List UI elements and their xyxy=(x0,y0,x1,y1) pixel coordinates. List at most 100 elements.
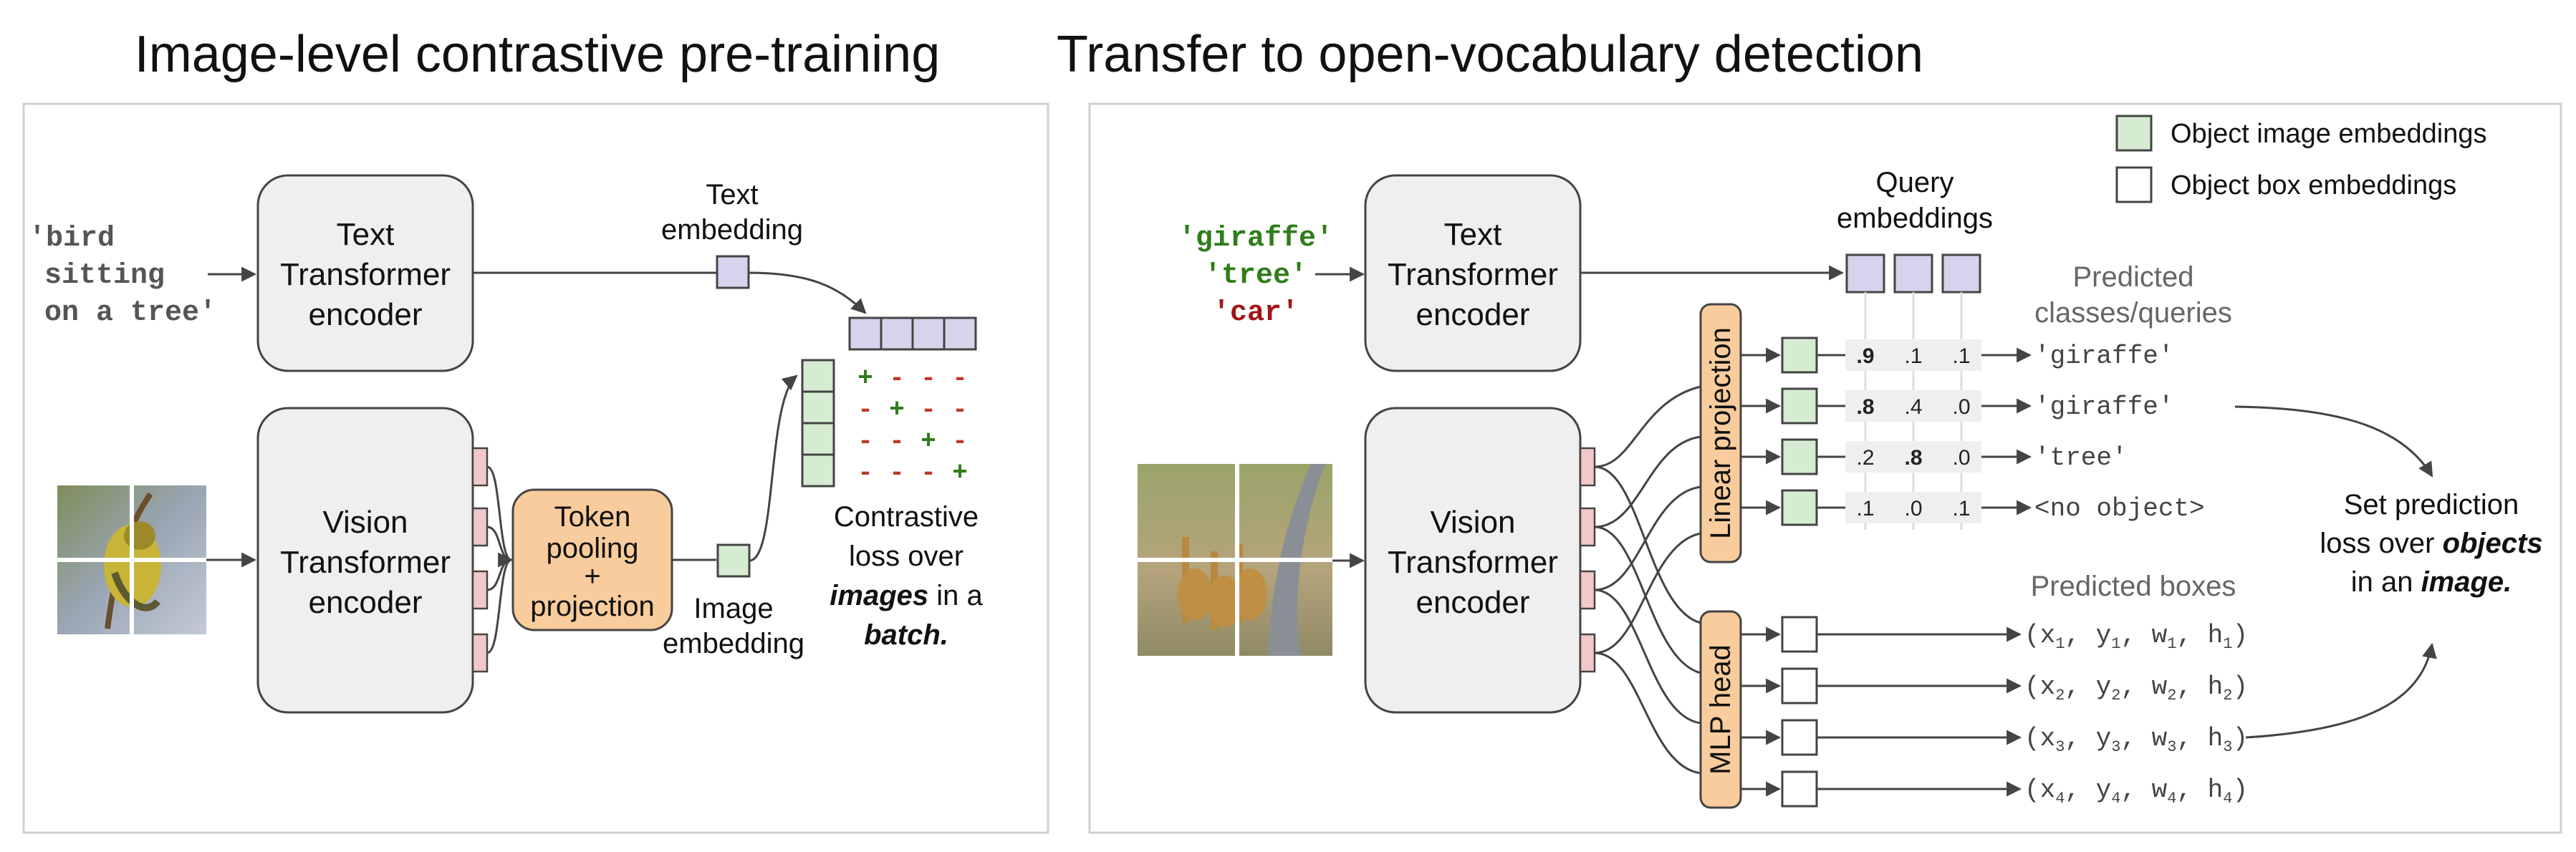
svg-text:.1: .1 xyxy=(1904,344,1922,368)
svg-text:.1: .1 xyxy=(1952,344,1970,368)
svg-text:loss over objects: loss over objects xyxy=(2320,528,2542,559)
svg-text:-: - xyxy=(921,395,936,425)
giraffe-image xyxy=(1138,464,1332,656)
svg-text:Text: Text xyxy=(706,179,758,210)
token-to-head-curves xyxy=(1594,385,1701,775)
predicted-boxes: (x1, y1, w1, h1) (x2, y2, w2, h2) (x3, y… xyxy=(2024,621,2248,808)
contrastive-loss-text: Contrastive loss over images in a batch. xyxy=(830,501,983,651)
linear-projection-label: Linear projection xyxy=(1705,327,1736,539)
left-output-tokens xyxy=(471,447,489,673)
score-to-class-arrows xyxy=(1981,347,2032,515)
left-panel-frame xyxy=(22,102,1049,834)
svg-text:.9: .9 xyxy=(1856,344,1874,368)
left-vision-encoder-box xyxy=(256,407,474,714)
svg-text:.0: .0 xyxy=(1904,497,1922,521)
batch-text-embeddings xyxy=(848,316,977,351)
svg-text:'giraffe': 'giraffe' xyxy=(2034,342,2173,371)
svg-text:(x2, y2, w2, h2): (x2, y2, w2, h2) xyxy=(2024,672,2248,705)
svg-text:images in a: images in a xyxy=(830,580,983,611)
svg-text:pooling: pooling xyxy=(546,533,638,564)
svg-text:+: + xyxy=(921,427,936,456)
image-embedding-arrow xyxy=(749,374,798,562)
svg-text:classes/queries: classes/queries xyxy=(2034,297,2232,329)
svg-text:Text: Text xyxy=(337,217,395,252)
svg-text:-: - xyxy=(889,364,905,393)
svg-text:Image: Image xyxy=(693,593,773,624)
query-embedding-cells xyxy=(1845,253,1981,294)
svg-text:'bird: 'bird xyxy=(29,223,115,255)
svg-text:projection: projection xyxy=(530,591,654,622)
svg-text:Transformer: Transformer xyxy=(280,545,451,580)
legend-box-embedding-swatch xyxy=(2115,166,2153,203)
svg-text:(x4, y4, w4, h4): (x4, y4, w4, h4) xyxy=(2024,775,2248,808)
contrastive-sign-matrix: + - - - - + - - - - + - - - - + xyxy=(857,364,968,488)
right-panel-frame xyxy=(1088,102,2562,834)
svg-text:-: - xyxy=(857,458,873,488)
right-vision-encoder-label: Vision Transformer encoder xyxy=(1388,505,1558,620)
svg-text:Transformer: Transformer xyxy=(280,257,451,292)
embedding-to-score-lines xyxy=(1817,354,1845,509)
svg-text:Text: Text xyxy=(1444,217,1502,252)
text-embedding-cell xyxy=(716,255,750,289)
svg-text:embeddings: embeddings xyxy=(1837,203,1993,234)
svg-text:.8: .8 xyxy=(1856,395,1874,419)
svg-text:Query: Query xyxy=(1876,167,1954,198)
svg-text:'tree': 'tree' xyxy=(1204,260,1307,292)
token-pooling-label: Token pooling + projection xyxy=(530,501,654,622)
predicted-classes: 'giraffe' 'giraffe' 'tree' <no object> xyxy=(2034,342,2205,523)
svg-text:-: - xyxy=(889,427,905,456)
set-prediction-loss-text: Set prediction loss over objects in an i… xyxy=(2320,489,2542,598)
svg-text:encoder: encoder xyxy=(1416,585,1529,620)
left-vision-encoder-label: Vision Transformer encoder xyxy=(280,505,451,620)
projection-output-lines xyxy=(1741,347,1782,515)
svg-text:-: - xyxy=(857,395,873,425)
boxes-to-loss-arrow xyxy=(2245,642,2437,739)
legend-image-embeddings: Object image embeddings xyxy=(2171,119,2486,149)
svg-text:Transformer: Transformer xyxy=(1388,257,1558,292)
svg-text:'car': 'car' xyxy=(1213,297,1299,329)
right-vision-encoder-box xyxy=(1364,407,1582,714)
predicted-boxes-label: Predicted boxes xyxy=(2031,571,2236,602)
svg-text:.0: .0 xyxy=(1952,446,1970,470)
text-embedding-arrow xyxy=(748,271,867,314)
svg-text:embedding: embedding xyxy=(663,628,804,659)
image-embedding-cell xyxy=(716,543,751,578)
mlp-output-lines xyxy=(1741,626,1782,797)
svg-text:'giraffe': 'giraffe' xyxy=(2034,392,2173,422)
svg-text:.2: .2 xyxy=(1856,446,1874,470)
svg-text:+: + xyxy=(889,395,905,425)
svg-text:.1: .1 xyxy=(1856,497,1874,521)
svg-text:encoder: encoder xyxy=(308,297,422,332)
token-to-pooling-lines xyxy=(486,465,514,654)
svg-text:'giraffe': 'giraffe' xyxy=(1178,223,1333,255)
input-caption: 'bird sitting on a tree' xyxy=(29,223,216,329)
linear-projection-box xyxy=(1699,303,1742,563)
svg-text:sitting: sitting xyxy=(44,260,165,292)
svg-text:.1: .1 xyxy=(1952,497,1970,521)
svg-text:-: - xyxy=(952,395,968,425)
svg-text:Vision: Vision xyxy=(322,505,408,540)
classes-to-loss-arrow xyxy=(2234,405,2433,478)
svg-text:+: + xyxy=(857,364,873,393)
mlp-head-box xyxy=(1699,610,1742,809)
bird-image xyxy=(57,485,206,634)
legend-image-embedding-swatch xyxy=(2115,115,2153,152)
svg-text:Transformer: Transformer xyxy=(1388,545,1558,580)
text-embedding-label: Text embedding xyxy=(661,179,803,246)
object-box-embeddings xyxy=(1781,616,1818,808)
right-text-encoder-label: Text Transformer encoder xyxy=(1388,217,1558,332)
right-output-tokens xyxy=(1579,447,1596,673)
svg-text:(x3, y3, w3, h3): (x3, y3, w3, h3) xyxy=(2024,724,2248,756)
legend-box-embeddings: Object box embeddings xyxy=(2171,170,2456,200)
left-text-encoder-label: Text Transformer encoder xyxy=(280,217,451,332)
object-image-embeddings xyxy=(1781,337,1818,526)
svg-text:-: - xyxy=(921,458,936,488)
predicted-classes-label: Predicted classes/queries xyxy=(2034,261,2232,329)
svg-text:+: + xyxy=(952,458,968,488)
batch-image-embeddings xyxy=(801,359,835,488)
svg-text:on a tree': on a tree' xyxy=(44,297,216,329)
svg-text:.0: .0 xyxy=(1952,395,1970,419)
svg-text:'tree': 'tree' xyxy=(2034,443,2128,473)
svg-text:-: - xyxy=(857,427,873,456)
